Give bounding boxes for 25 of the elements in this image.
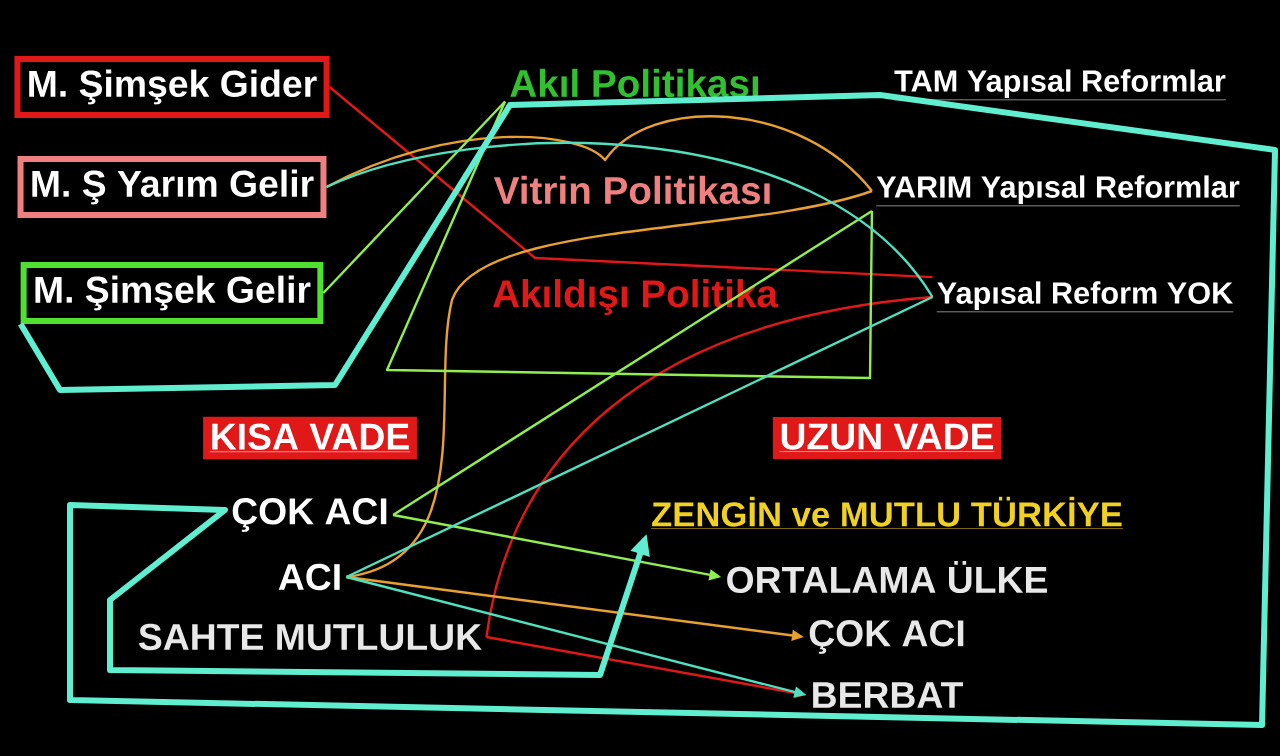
outcome-label: ORTALAMA ÜLKE xyxy=(727,560,1047,594)
connector-line xyxy=(485,295,933,638)
outcome-label: ÇOK ACI xyxy=(232,498,387,532)
policy-label: Vitrin Politikası xyxy=(493,175,770,205)
outcome-label: BERBAT xyxy=(813,682,963,708)
connector-line xyxy=(392,209,873,516)
name-box: M. Şimşek Gelir xyxy=(20,261,324,325)
name-box: M. Ş Yarım Gelir xyxy=(17,155,327,219)
policy-label: Akıl Politikası xyxy=(510,68,758,98)
connector-line xyxy=(385,100,874,380)
connector-line xyxy=(345,295,933,579)
name-box: M. Şimşek Gider xyxy=(14,55,330,119)
reform-label: Yapısal Reform YOK xyxy=(936,281,1234,313)
reform-label: TAM Yapısal Reformlar xyxy=(893,69,1227,101)
connector-line xyxy=(322,100,506,294)
outcome-label: SAHTE MUTLULUK xyxy=(138,623,482,651)
term-heading: UZUN VADE xyxy=(772,417,1002,460)
term-heading: KISA VADE xyxy=(203,416,417,460)
reform-label: YARIM Yapısal Reformlar xyxy=(875,175,1241,207)
connector-line xyxy=(328,86,933,279)
arrow xyxy=(18,92,1278,728)
goal-label: ZENGİN ve MUTLU TÜRKİYE xyxy=(650,496,1124,529)
outcome-label: ÇOK ACI xyxy=(809,620,964,654)
connector-line xyxy=(326,141,934,298)
outcome-label: ACI xyxy=(278,563,340,591)
